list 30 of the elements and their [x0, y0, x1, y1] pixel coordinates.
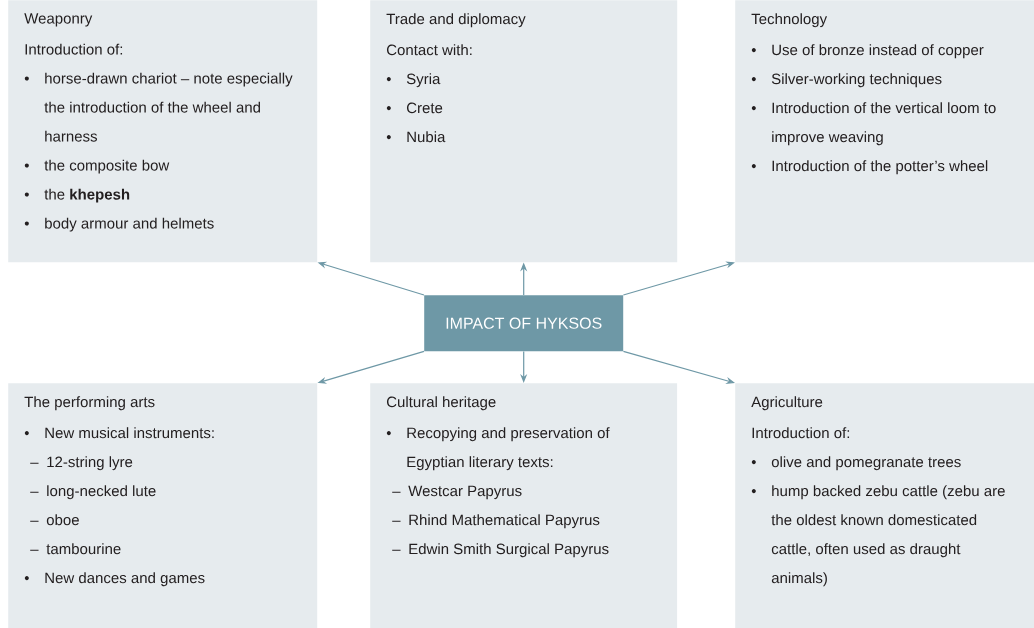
list-marker: • [386, 77, 391, 82]
list-marker: – [30, 520, 39, 522]
list-marker: • [24, 163, 29, 168]
topic-box: Weaponry Introduction of: • horse-drawn chariot – note especially the introduction of the wheel and harness • the composite bow • the khepesh • body armour and helmets [8, 0, 318, 263]
list-marker: – [392, 520, 401, 522]
list-marker: • [751, 489, 756, 494]
list-marker: – [392, 491, 401, 493]
list-marker: • [24, 576, 29, 581]
list-marker: • [751, 77, 756, 82]
list-marker: • [386, 135, 391, 140]
list-marker: – [30, 462, 39, 464]
topic-box: Trade and diplomacy Contact with: • Syria • Crete • Nubia [370, 0, 678, 263]
list-marker: – [30, 491, 39, 493]
list-marker: • [751, 48, 756, 53]
list-marker: • [386, 106, 391, 111]
list-marker: • [24, 431, 29, 436]
topic-box: Technology • Use of bronze instead of copper • Silver-working techniques • Introduction of the vertical loom to improve weaving • Introduction of the potter’s wheel [735, 0, 1034, 263]
list-marker: • [751, 460, 756, 465]
topic-box: Cultural heritage • Recopying and preservation of Egyptian literary texts: – Westcar Papyrus – Rhind Mathematical Papyrus – Edwin Smith Surgical Papyrus [370, 383, 678, 628]
list-marker: • [386, 431, 391, 436]
central-box: IMPACT OF HYKSOS [424, 295, 624, 352]
list-marker: – [392, 549, 401, 551]
list-marker: • [24, 192, 29, 197]
list-marker: • [24, 221, 29, 226]
list-marker: – [30, 549, 39, 551]
list-marker: • [751, 106, 756, 111]
list-marker: • [751, 164, 756, 169]
topic-box: The performing arts • New musical instruments: – 12-string lyre – long-necked lute – oboe – tambourine • New dances and games [8, 383, 318, 628]
list-marker: • [24, 76, 29, 81]
topic-box: Agriculture Introduction of: • olive and pomegranate trees • hump backed zebu cattle (zebu are the oldest known domesticated cattle, often used as draught animals) [735, 383, 1034, 628]
